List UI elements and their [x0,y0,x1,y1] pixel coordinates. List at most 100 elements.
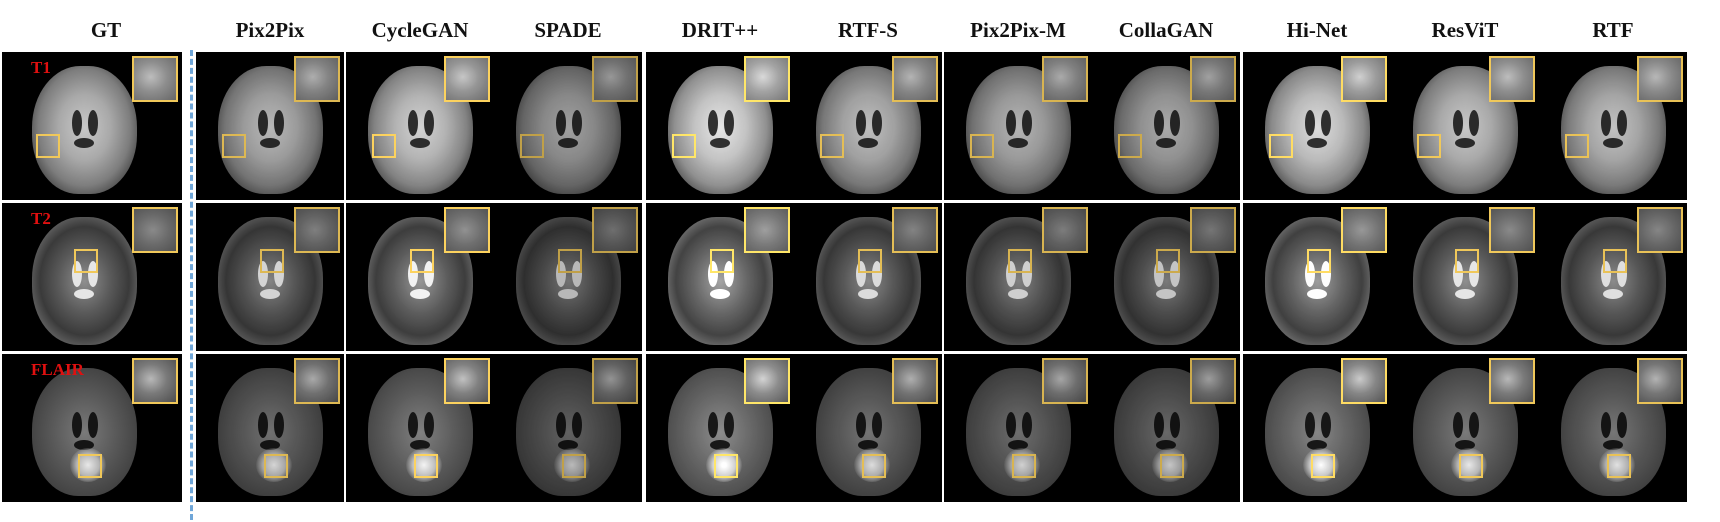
column-header-cyclegan: CycleGAN [371,18,469,42]
ventricle-shape [1008,289,1028,299]
zoom-region-box [672,134,696,158]
ventricle-shape [708,261,718,287]
ventricle-shape [1469,110,1479,136]
row-label-t1: T1 [31,58,51,77]
zoom-inset [444,358,490,404]
zoom-inset [1190,358,1236,404]
ventricle-shape [558,289,578,299]
ventricle-shape [856,110,866,136]
zoom-region-box [1012,454,1036,478]
image-panel-t2-gt [2,203,182,351]
image-panel-t2-rtf-s [794,203,942,351]
zoom-region-box [1459,454,1483,478]
ventricle-shape [408,261,418,287]
zoom-region-box [1118,134,1142,158]
zoom-inset [1190,56,1236,102]
image-panel-flair-collagan [1092,354,1240,502]
ventricle-shape [258,412,268,438]
zoom-region-box [1311,454,1335,478]
column-header-spade: SPADE [534,18,602,42]
zoom-inset [1341,56,1387,102]
zoom-region-box [970,134,994,158]
column-header-drit: DRIT++ [681,18,759,42]
zoom-region-box [74,249,98,273]
image-panel-flair-cyclegan [346,354,494,502]
image-panel-t1-cyclegan [346,52,494,200]
image-panel-t2-resvit [1391,203,1539,351]
image-panel-t2-collagan [1092,203,1240,351]
ventricle-shape [558,138,578,148]
ventricle-shape [1170,412,1180,438]
ventricle-shape [1603,289,1623,299]
ventricle-shape [1156,138,1176,148]
zoom-region-box [1417,134,1441,158]
zoom-region-box [260,249,284,273]
ventricle-shape [1455,138,1475,148]
zoom-inset [1637,56,1683,102]
zoom-inset [592,207,638,253]
ventricle-shape [1617,110,1627,136]
ventricle-shape [72,261,82,287]
ventricle-shape [408,110,418,136]
ventricle-shape [1321,412,1331,438]
image-panel-t1-drit [646,52,794,200]
zoom-inset [1489,56,1535,102]
ventricle-shape [710,440,730,450]
ventricle-shape [872,261,882,287]
zoom-region-box [1156,249,1180,273]
ventricle-shape [72,110,82,136]
image-panel-flair-rtf [1539,354,1687,502]
image-panel-t2-pix2pix [196,203,344,351]
zoom-region-box [1269,134,1293,158]
zoom-inset [744,358,790,404]
zoom-region-box [1307,249,1331,273]
image-panel-flair-pix2pix-m [944,354,1092,502]
brain-slice [31,66,137,194]
ventricle-shape [88,412,98,438]
ventricle-shape [1154,110,1164,136]
zoom-inset [892,207,938,253]
ventricle-shape [1170,110,1180,136]
zoom-inset [1489,207,1535,253]
zoom-region-box [372,134,396,158]
zoom-inset [132,358,178,404]
ventricle-shape [1022,261,1032,287]
ventricle-shape [88,110,98,136]
zoom-region-box [1565,134,1589,158]
ventricle-shape [74,138,94,148]
image-panel-t1-pix2pix [196,52,344,200]
image-panel-flair-rtf-s [794,354,942,502]
ventricle-shape [872,110,882,136]
image-panel-flair-pix2pix [196,354,344,502]
column-header-rtf: RTF [1592,18,1634,42]
zoom-region-box [562,454,586,478]
zoom-inset [1042,56,1088,102]
ventricle-shape [424,261,434,287]
ventricle-shape [1601,261,1611,287]
zoom-inset [592,358,638,404]
ventricle-shape [1022,110,1032,136]
zoom-inset [1042,358,1088,404]
image-panel-t1-resvit [1391,52,1539,200]
ventricle-shape [1307,440,1327,450]
column-header-gt: GT [90,18,122,42]
ventricle-shape [1307,289,1327,299]
zoom-inset [592,56,638,102]
zoom-inset [744,56,790,102]
zoom-region-box [410,249,434,273]
ventricle-shape [1006,261,1016,287]
image-panel-t1-pix2pix-m [944,52,1092,200]
ventricle-shape [1305,110,1315,136]
zoom-inset [1341,358,1387,404]
zoom-inset [294,56,340,102]
ventricle-shape [74,440,94,450]
ventricle-shape [1008,440,1028,450]
ventricle-shape [1601,412,1611,438]
ventricle-shape [408,412,418,438]
zoom-region-box [710,249,734,273]
zoom-inset [444,56,490,102]
ventricle-shape [274,412,284,438]
ventricle-shape [1321,261,1331,287]
ventricle-shape [260,289,280,299]
ventricle-shape [1453,110,1463,136]
